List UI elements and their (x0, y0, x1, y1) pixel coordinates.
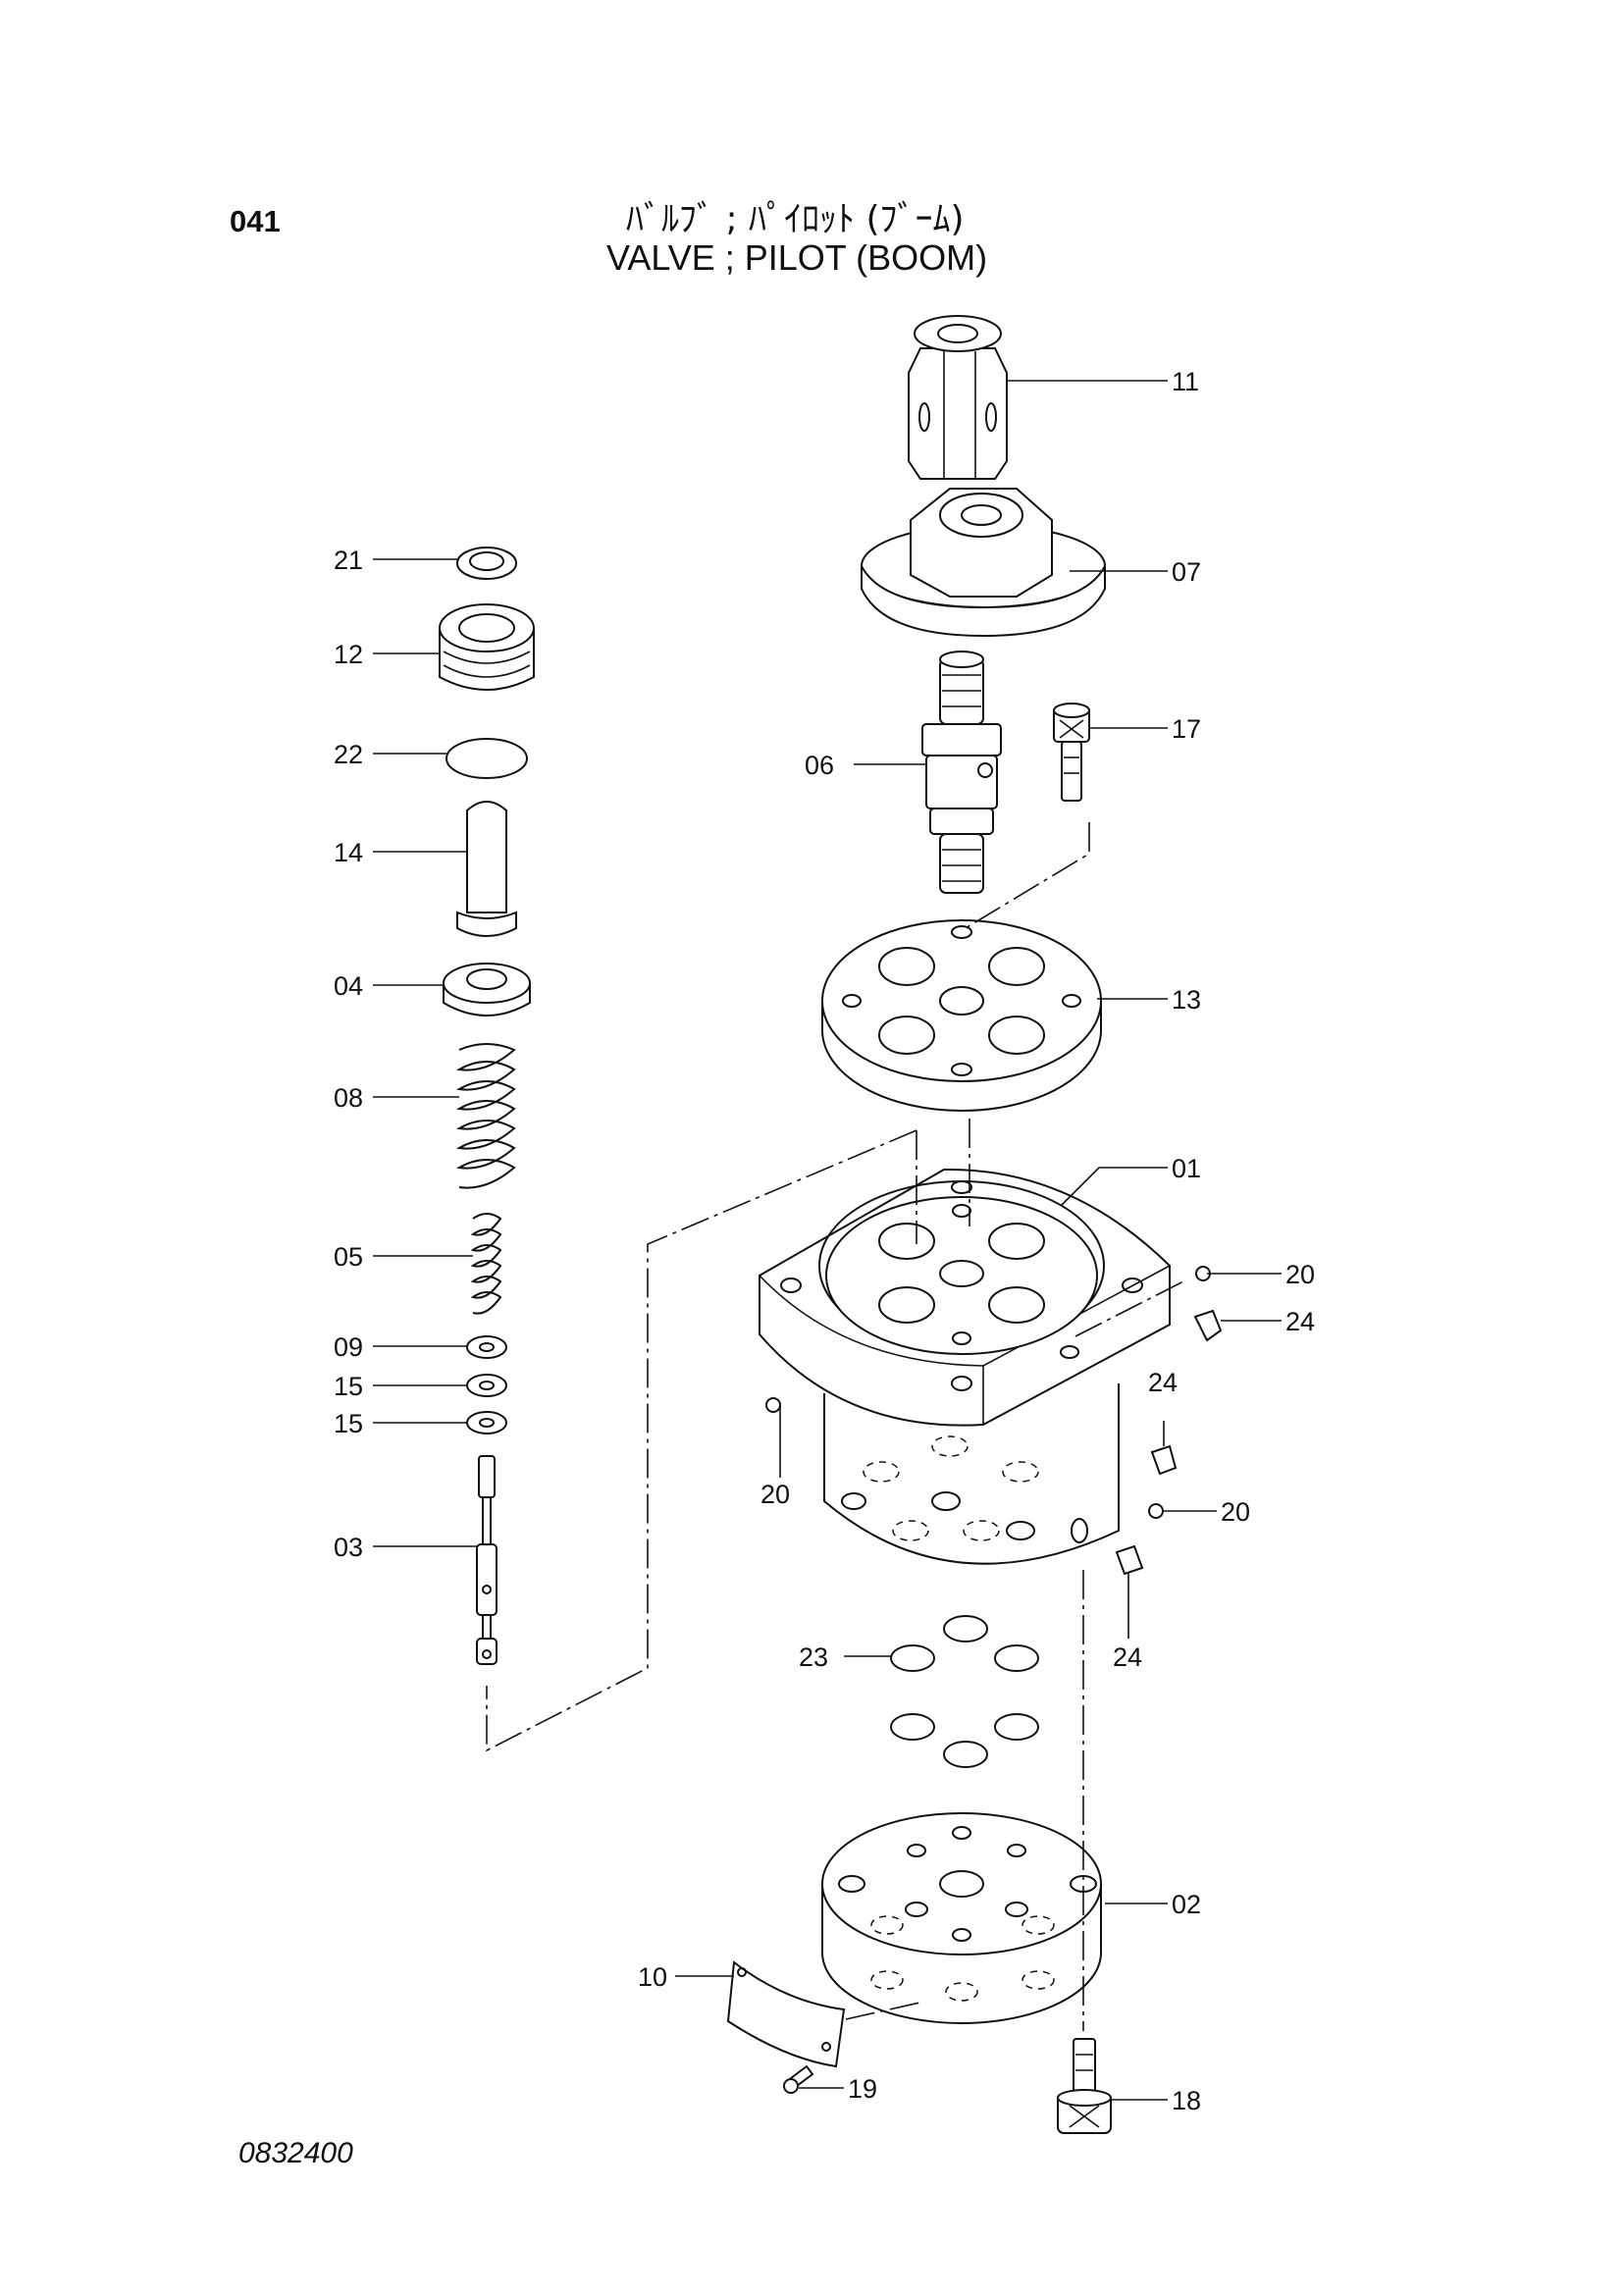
parts-09-15-washers (466, 1335, 507, 1434)
callout-15-upper: 15 (334, 1372, 363, 1401)
callout-18: 18 (1172, 2086, 1201, 2115)
part-07-cap (861, 488, 1106, 638)
callout-24-top: 24 (1285, 1307, 1315, 1336)
callout-12: 12 (334, 640, 363, 669)
part-05-spring-small (470, 1213, 502, 1315)
part-22-oring (445, 738, 528, 779)
callout-20-right: 20 (1221, 1497, 1250, 1527)
part-17-screw (1053, 703, 1090, 802)
title-english: VALVE ; PILOT (BOOM) (606, 237, 988, 278)
title-japanese: ﾊﾞﾙﾌﾞ ; ﾊﾟｲﾛｯﾄ (ﾌﾞｰﾑ) (626, 199, 965, 239)
callout-15-lower: 15 (334, 1409, 363, 1438)
part-08-spring-large (455, 1043, 516, 1189)
callout-13: 13 (1172, 985, 1201, 1015)
callout-10: 10 (638, 1962, 667, 1992)
callout-05: 05 (334, 1242, 363, 1272)
page-number: 041 (230, 204, 281, 238)
part-21-seal (456, 547, 517, 580)
part-12-plug (439, 603, 535, 691)
callout-17: 17 (1172, 714, 1201, 744)
part-04-seat (443, 963, 531, 1017)
callout-labels: 11 07 17 06 13 01 20 24 24 20 20 24 23 0… (334, 367, 1315, 2115)
parts-20-24-plugs (765, 1266, 1223, 1576)
callout-24-right: 24 (1148, 1368, 1178, 1397)
part-06-pusher (921, 651, 1002, 894)
part-19-rivet (783, 2064, 814, 2094)
document-number: 0832400 (238, 2137, 353, 2169)
part-01-body (759, 1168, 1171, 1565)
callout-20-top: 20 (1285, 1260, 1315, 1289)
callout-02: 02 (1172, 1890, 1201, 1919)
callout-04: 04 (334, 971, 363, 1001)
callout-21: 21 (334, 546, 363, 575)
callout-19: 19 (848, 2074, 877, 2104)
assembly-centerlines (486, 822, 1184, 2031)
part-23-orings (890, 1615, 1039, 1768)
part-14-spool-guide (456, 801, 517, 937)
callout-22: 22 (334, 740, 363, 769)
callout-11: 11 (1172, 367, 1199, 396)
part-11-hex-connector (908, 315, 1008, 480)
leader-lines (373, 380, 1282, 2101)
part-18-bolt (1057, 2038, 1112, 2134)
part-13-plate (821, 919, 1102, 1112)
callout-14: 14 (334, 838, 363, 867)
callout-01: 01 (1172, 1154, 1201, 1183)
callout-08: 08 (334, 1083, 363, 1113)
callout-07: 07 (1172, 557, 1201, 587)
part-03-spool (476, 1455, 498, 1665)
callout-20-left: 20 (760, 1480, 790, 1509)
callout-24-bottom: 24 (1113, 1642, 1142, 1672)
part-10-nameplate (726, 1960, 846, 2068)
callout-03: 03 (334, 1533, 363, 1562)
callout-23: 23 (799, 1642, 828, 1672)
callout-06: 06 (805, 751, 834, 780)
callout-09: 09 (334, 1332, 363, 1362)
part-02-base (821, 1812, 1102, 2024)
